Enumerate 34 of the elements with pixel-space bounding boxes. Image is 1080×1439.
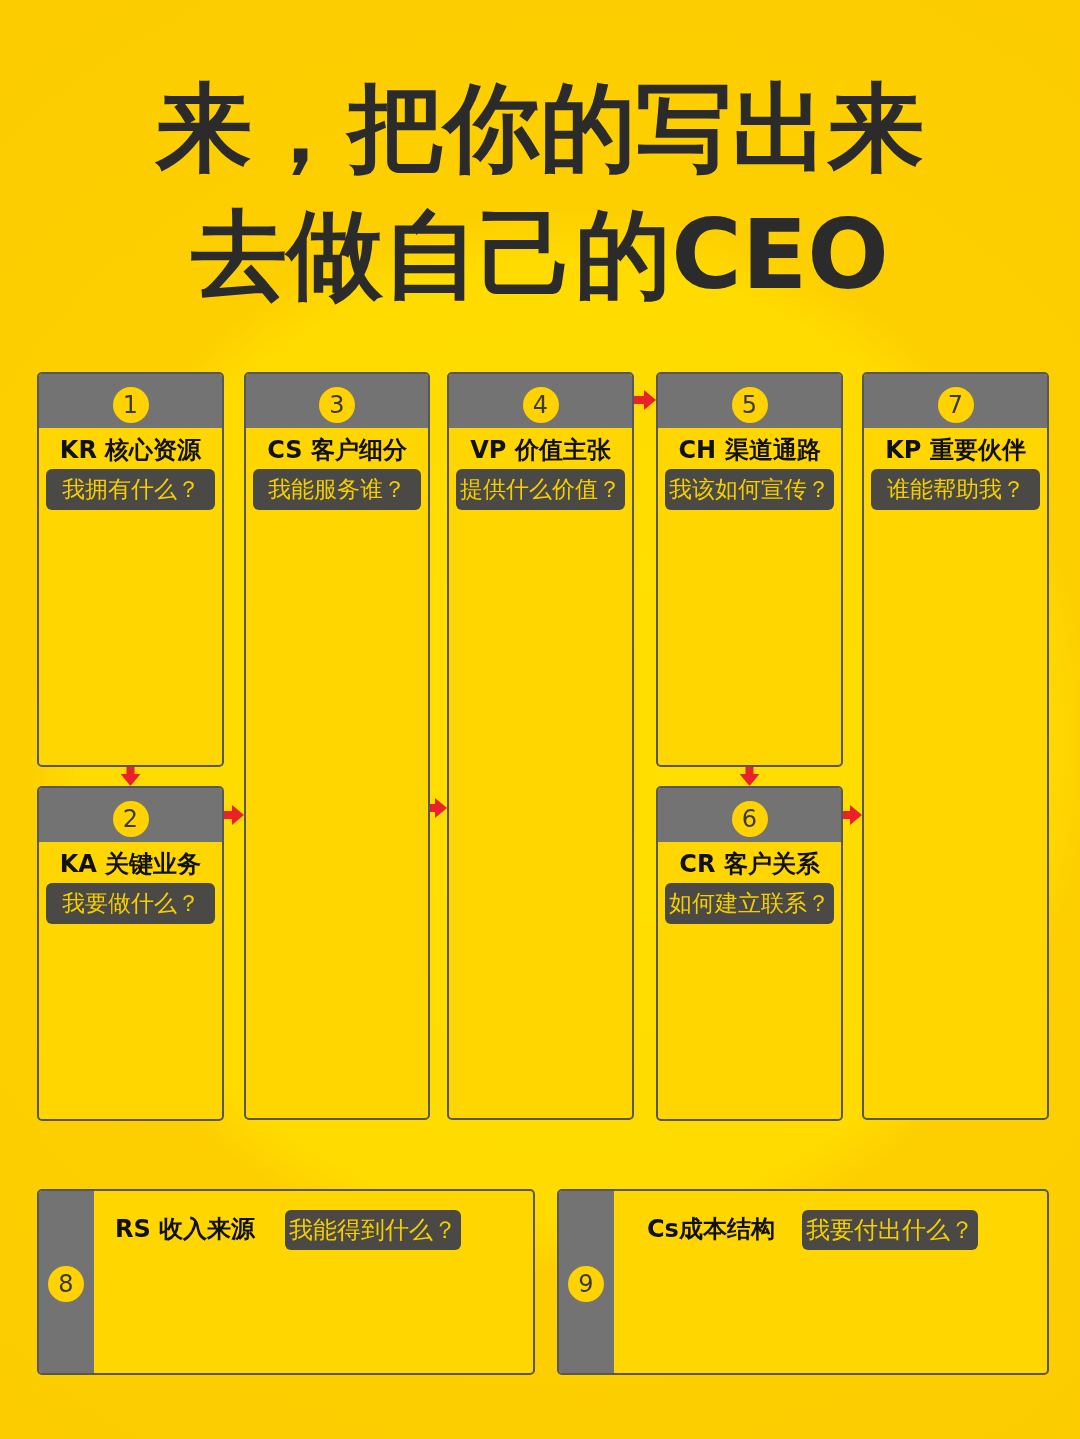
- canvas-block: [447, 372, 634, 1120]
- arrow: [224, 805, 244, 825]
- question-tag: 谁能帮助我？: [871, 469, 1040, 510]
- block-heading: CH 渠道通路: [677, 435, 822, 465]
- block-heading: RS 收入来源: [115, 1214, 256, 1244]
- question-tag: 我拥有什么？: [46, 469, 215, 510]
- block-heading: CS 客户细分: [266, 435, 408, 465]
- canvas-block: [37, 372, 224, 767]
- arrow: [843, 805, 862, 825]
- question-tag: 我该如何宣传？: [665, 469, 834, 510]
- block-heading: KR 核心资源: [58, 435, 203, 465]
- canvas-block: [656, 786, 843, 1121]
- title: 来，把你的写出来去做自己的CEO: [154, 71, 925, 313]
- arrow: [430, 798, 447, 818]
- block-heading: KA 关键业务: [58, 849, 203, 879]
- canvas-block: [862, 372, 1049, 1120]
- block-heading: Cs成本结构: [647, 1214, 775, 1244]
- arrow: [739, 767, 760, 786]
- question-tag: 我要做什么？: [46, 883, 215, 924]
- arrow: [120, 767, 141, 786]
- question-tag: 如何建立联系？: [665, 883, 834, 924]
- question-tag: 我能得到什么？: [285, 1210, 461, 1250]
- block-heading: KP 重要伙伴: [884, 435, 1027, 465]
- question-tag: 提供什么价值？: [456, 469, 625, 510]
- canvas-block: [37, 786, 224, 1121]
- question-tag: 我要付出什么？: [802, 1210, 978, 1250]
- arrow: [634, 390, 656, 410]
- block-heading: CR 客户关系: [678, 849, 821, 879]
- question-tag: 我能服务谁？: [253, 469, 421, 510]
- block-heading: VP 价值主张: [469, 435, 612, 465]
- canvas-block: [37, 1189, 535, 1375]
- canvas-block: [656, 372, 843, 767]
- canvas-block: [557, 1189, 1049, 1375]
- canvas-block: [244, 372, 430, 1120]
